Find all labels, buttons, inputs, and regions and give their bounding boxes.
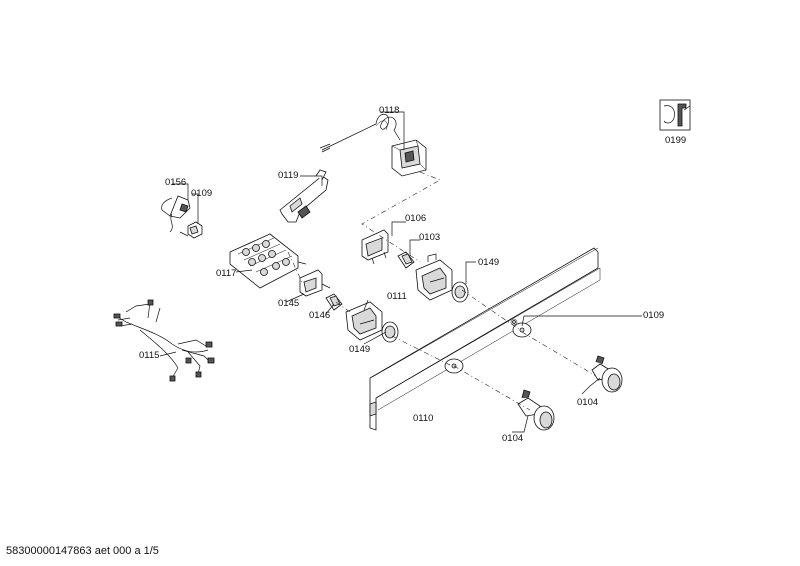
label-0117: 0117 [216, 268, 236, 279]
label-0106: 0106 [405, 213, 426, 224]
document-reference: 58300000147863 aet 000 a 1/5 [6, 545, 159, 557]
wiring-harness-part [113, 299, 215, 382]
label-0115: 0115 [139, 350, 159, 361]
label-0118: 0118 [379, 105, 399, 116]
knob-right-part [591, 355, 623, 393]
switch-bracket-part [299, 269, 331, 297]
switch-bracket-upper-part [361, 229, 389, 265]
terminal-block-part [229, 233, 307, 289]
rotary-switch-upper-part [415, 253, 469, 303]
leader-lines [159, 111, 642, 433]
label-0103: 0103 [419, 232, 440, 243]
label-0104-bottom: 0104 [502, 433, 523, 444]
part-labels: 0118 0199 0119 0156 0109 0106 0103 0149 … [139, 105, 686, 444]
label-0119: 0119 [278, 170, 298, 181]
label-0111: 0111 [387, 291, 407, 302]
label-0109-lower: 0109 [643, 310, 664, 321]
label-0156: 0156 [165, 177, 186, 188]
assembly-lines [287, 171, 597, 411]
label-0104-right: 0104 [577, 397, 598, 408]
label-0149-lower: 0149 [349, 344, 370, 355]
wrench-icon [659, 99, 691, 131]
indicator-lamp-part [325, 293, 343, 311]
thermostat-part [319, 113, 427, 177]
label-0110: 0110 [413, 413, 433, 424]
connector-harness-part [161, 195, 203, 239]
label-0145: 0145 [278, 298, 299, 309]
label-0146: 0146 [309, 310, 330, 321]
lamp-part [397, 251, 415, 269]
label-0109-upper: 0109 [191, 188, 212, 199]
label-0149-upper: 0149 [478, 257, 499, 268]
knob-bottom-part [517, 389, 555, 431]
label-0199: 0199 [665, 135, 686, 146]
control-panel-part [369, 247, 601, 431]
bracket-part [279, 169, 329, 223]
rotary-switch-lower-part [345, 301, 399, 343]
